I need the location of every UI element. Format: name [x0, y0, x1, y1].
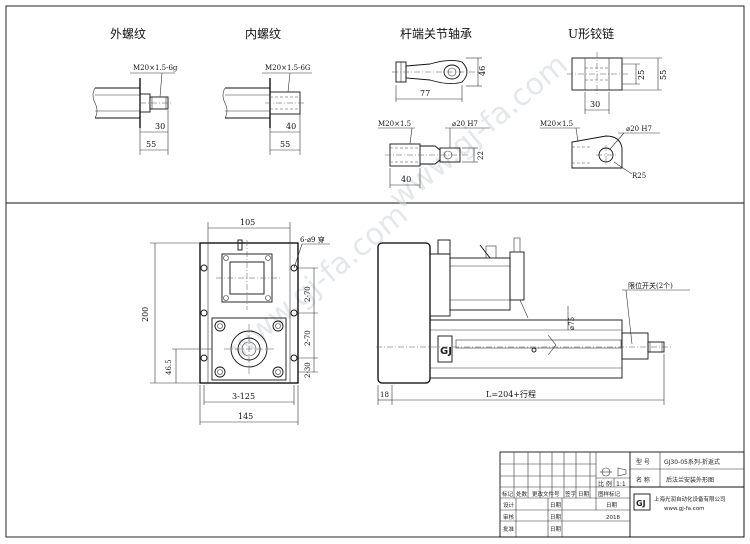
- design-label: 设计: [503, 501, 515, 509]
- svg-text:GJ: GJ: [636, 499, 646, 508]
- side-dim-stroke: L=204+行程: [486, 389, 536, 399]
- external-thread-view: M20×1.5-6g 30 55: [92, 64, 178, 155]
- gearbox-housing: [377, 242, 431, 384]
- name-label: 名 称: [636, 476, 650, 484]
- int-thread-dim-40: 40: [286, 122, 296, 131]
- actuator-side-view: GJ 限位开关(2个) ⌀75 18 L=204+行程: [376, 237, 690, 405]
- flange-dim-200: 200: [141, 307, 150, 322]
- clevis-dim-30: 30: [590, 100, 600, 109]
- rod-end-spec: M20×1.5: [378, 120, 411, 128]
- hdr-sign: 签字: [565, 490, 577, 498]
- ext-thread-spec: M20×1.5-6g: [133, 64, 178, 72]
- sheet-border: [5, 5, 745, 538]
- limit-switch-label: 限位开关(2个): [628, 281, 673, 290]
- tube-diameter: ⌀75: [568, 317, 576, 330]
- rotation-marker: GJ: [440, 346, 452, 357]
- clevis-radius: R25: [632, 172, 646, 180]
- company-logo: [633, 493, 651, 511]
- side-dim-18: 18: [380, 391, 389, 399]
- scale-value: 1:1: [616, 481, 626, 488]
- clevis-bore: ⌀20 H7: [626, 125, 652, 133]
- int-thread-dim-55: 55: [280, 140, 290, 149]
- rod-end-side-view: M20×1.5 ⌀20 H7 40 22: [378, 120, 490, 188]
- rod-end-dim-40: 40: [401, 175, 411, 184]
- rod-end-top-view: 77 46: [392, 57, 487, 102]
- flange-dim-105: 105: [240, 218, 255, 227]
- ext-thread-dim-30: 30: [155, 122, 165, 131]
- mount-hole: [290, 309, 298, 317]
- clevis-spec: M20×1.5: [540, 120, 573, 128]
- rod-end-dim-46: 46: [478, 66, 487, 76]
- mount-hole: [290, 354, 298, 362]
- u-clevis-side-view: M20×1.5 ⌀20 H7 R25: [540, 120, 660, 180]
- check-label: 审核: [503, 513, 515, 521]
- flange-pitch-3: 2-30: [304, 362, 312, 378]
- year-value: 2018: [606, 515, 620, 521]
- flange-pitch-2: 2-70: [304, 330, 312, 346]
- hdr-count: 处数: [516, 490, 528, 498]
- hdr-mark: 标记: [502, 490, 514, 498]
- approve-date: 日期: [550, 526, 562, 533]
- clevis-dim-55: 55: [659, 70, 668, 80]
- clevis-dim-25: 25: [637, 70, 646, 80]
- flange-dim-145: 145: [238, 412, 253, 421]
- mount-hole: [200, 309, 208, 317]
- mount-hole: [200, 354, 208, 362]
- company-name: 上海光润自动化设备有限公司: [654, 495, 726, 503]
- flange-dim-3-125: 3-125: [232, 392, 255, 401]
- flange-dim-46-5: 46.5: [165, 359, 173, 375]
- name-value: 后法兰安装外形图: [666, 476, 714, 484]
- flange-front-view: 105 6-⌀9 穿 200 46.5 2-70 2-70 2-30 3-125…: [141, 218, 330, 425]
- date-label: 日期: [606, 502, 618, 509]
- heading-external-thread: 外螺纹: [110, 27, 146, 41]
- flange-holes-callout: 6-⌀9 穿: [300, 235, 325, 244]
- int-thread-spec: M20×1.5-6G: [265, 64, 311, 72]
- actuator-tube: [429, 319, 623, 379]
- design-date: 日期: [550, 502, 562, 509]
- title-block: 比 例 1:1 型 号 GJ30-05系列-折返式 名 称 后法兰安装外形图 标…: [499, 451, 745, 538]
- heading-u-clevis: U形铰链: [568, 26, 614, 41]
- heading-internal-thread: 内螺纹: [245, 27, 281, 41]
- model-label: 型 号: [636, 458, 650, 466]
- internal-thread-view: M20×1.5-6G 40 55: [222, 64, 312, 155]
- rod-end-dim-77: 77: [420, 89, 430, 98]
- check-date: 日期: [550, 514, 562, 521]
- rod-bore: [230, 330, 268, 368]
- company-website: www.gj-fa.com: [664, 506, 705, 512]
- hdr-date: 日期: [578, 491, 590, 498]
- rod-end-bore: ⌀20 H7: [452, 120, 478, 128]
- hdr-change: 更改文件号: [532, 490, 560, 498]
- rod-end-dim-22: 22: [477, 151, 485, 160]
- mount-hole: [290, 264, 298, 272]
- hdr-drawing-mark: 图样标记: [598, 490, 621, 498]
- flange-pitch-1: 2-70: [304, 286, 312, 302]
- u-clevis-top-view: 25 55 30: [567, 52, 668, 114]
- approve-label: 批准: [503, 525, 515, 533]
- heading-rod-end-bearing: 杆端关节轴承: [400, 26, 472, 41]
- mount-hole: [200, 264, 208, 272]
- ext-thread-dim-55: 55: [146, 140, 156, 149]
- scale-label: 比 例: [598, 480, 612, 488]
- model-value: GJ30-05系列-折返式: [664, 458, 720, 466]
